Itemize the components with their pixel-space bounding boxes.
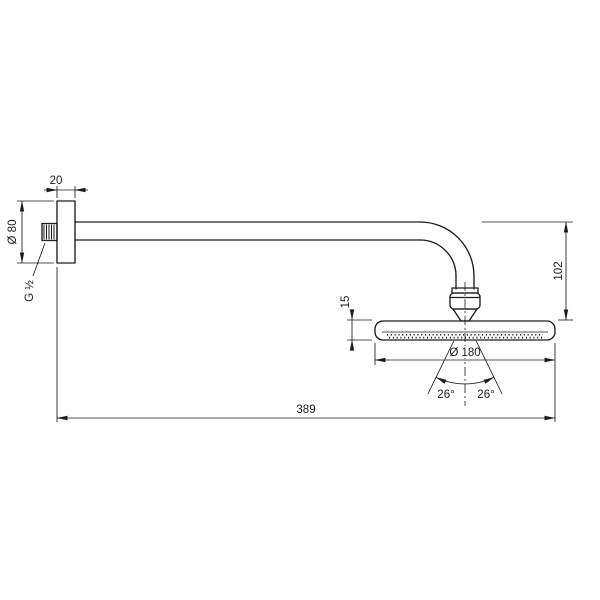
dim-label-drop-height: 102 <box>553 261 565 280</box>
dimension-arm-wall-offset: 20 <box>44 175 88 198</box>
dim-label-spray-angle-left: 26° <box>437 389 454 401</box>
dim-label-thread-size: G ½ <box>24 280 36 302</box>
dimension-head-height: 15 <box>340 296 372 351</box>
dim-label-escutcheon-diameter: Ø 80 <box>7 220 19 245</box>
spray-angle-arc <box>435 376 495 385</box>
dimension-drop-height: 102 <box>482 221 573 321</box>
spray-angle-line-right <box>475 340 503 395</box>
dim-label-arm-wall-offset: 20 <box>50 175 63 187</box>
dimension-head-diameter: Ø 180 <box>374 343 556 422</box>
thread-callout: G ½ <box>24 242 46 302</box>
arm-bend-outer <box>419 221 475 277</box>
dim-label-projection-length: 389 <box>296 404 315 416</box>
thread-leader-line <box>32 242 46 277</box>
dim-label-spray-angle-right: 26° <box>477 389 494 401</box>
thread-connector <box>41 222 58 242</box>
dimension-escutcheon-diameter: Ø 80 <box>7 200 54 264</box>
escutcheon-plate <box>56 200 76 264</box>
spray-angle-indicator: 26° 26° <box>427 340 503 401</box>
spray-angle-line-left <box>427 340 455 395</box>
shower-arm <box>74 221 475 290</box>
dim-label-head-diameter: Ø 180 <box>449 347 480 359</box>
dimension-projection-length: 389 <box>56 267 556 422</box>
arm-bend-inner <box>419 239 457 277</box>
wall-flange <box>41 200 76 264</box>
dim-label-head-height: 15 <box>340 296 352 309</box>
